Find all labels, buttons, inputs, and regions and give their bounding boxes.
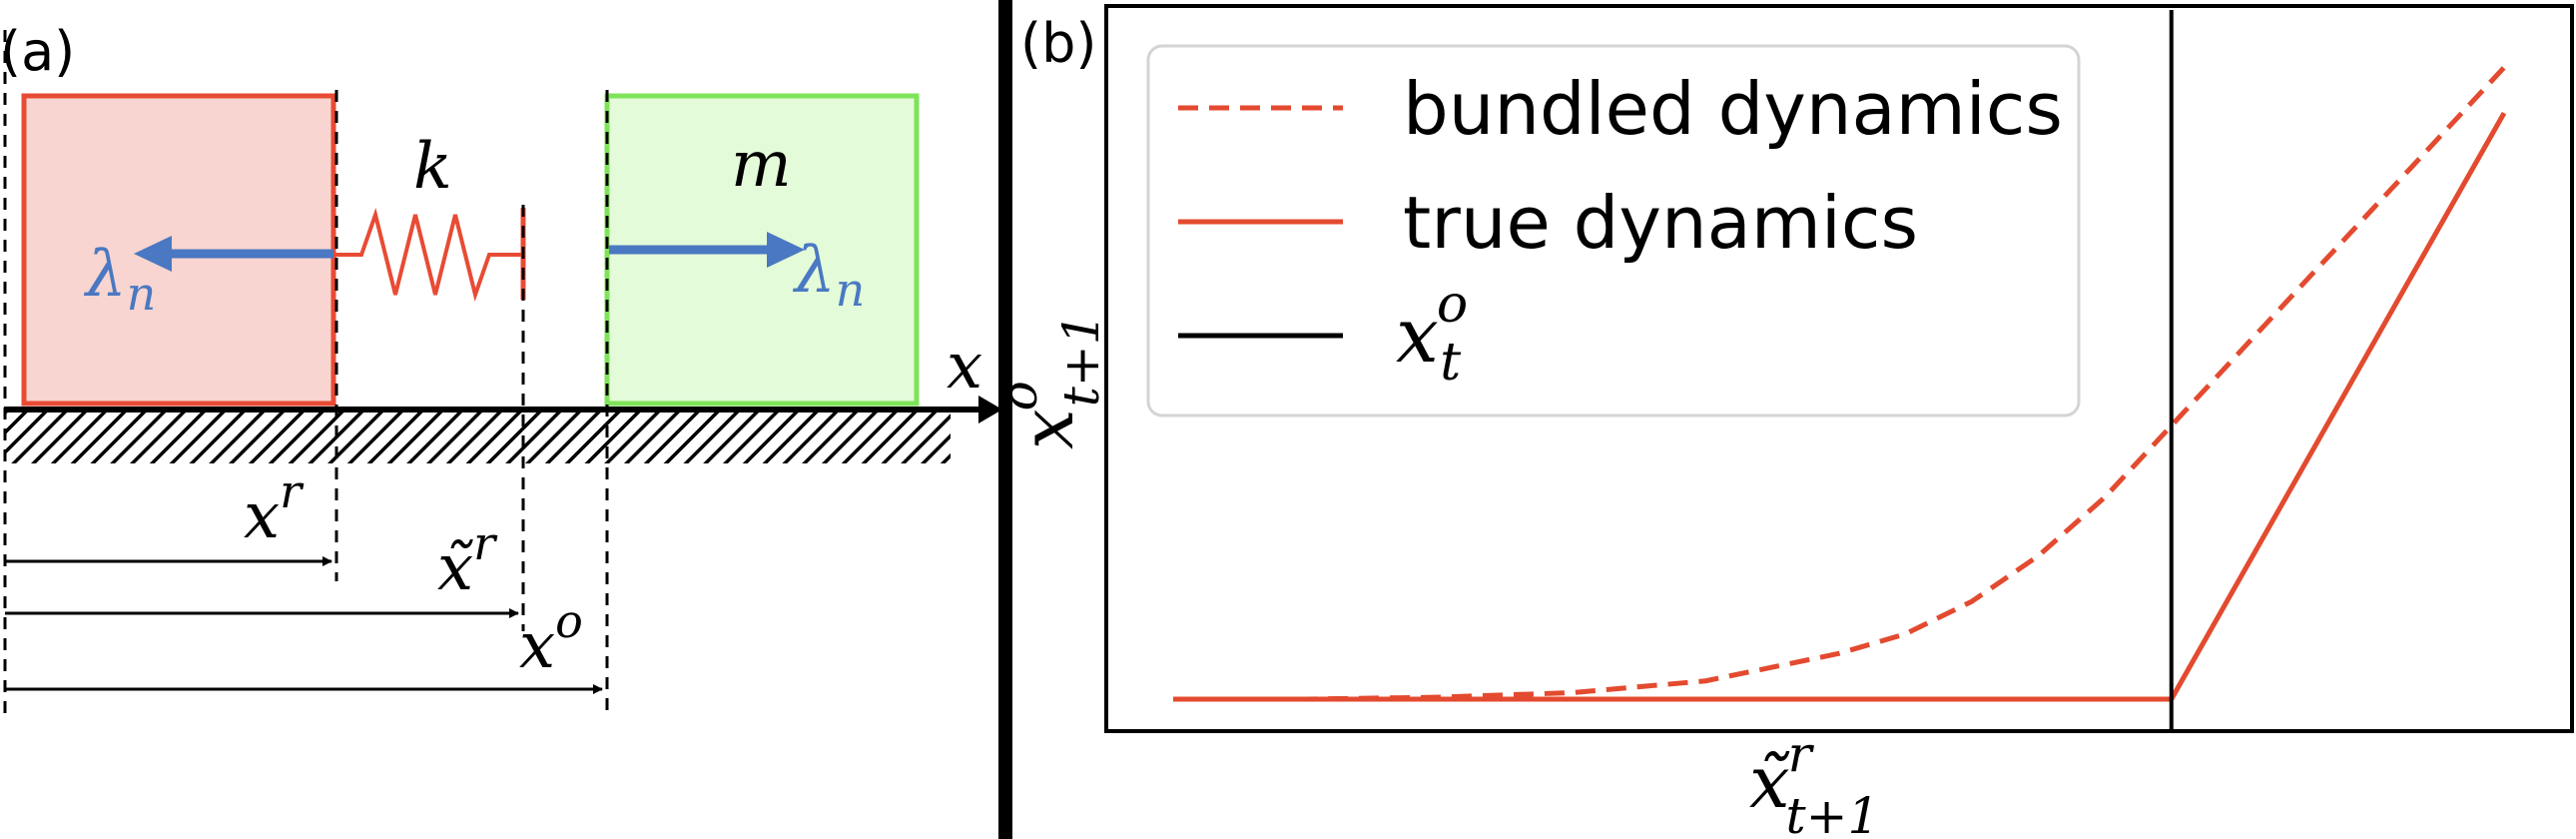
legend-label-bundled: bundled dynamics bbox=[1403, 67, 2063, 151]
legend-box bbox=[1146, 44, 2081, 418]
force-left-lambda: λ bbox=[83, 238, 127, 312]
force-arrow-right-head bbox=[767, 232, 805, 268]
x-axis-title-base: x̃ bbox=[1749, 740, 1790, 824]
reference-lines bbox=[3, 30, 609, 719]
panel-b-label: (b) bbox=[1020, 12, 1096, 75]
legend-xto-sup: o bbox=[1437, 275, 1468, 335]
measure-xr-sup: r bbox=[280, 464, 305, 518]
x-axis-title-sub: t+1 bbox=[1786, 787, 1880, 839]
y-axis-title-sup: o bbox=[990, 381, 1048, 411]
series-line-bundled bbox=[1173, 65, 2506, 702]
y-axis-title-sub: t+1 bbox=[1052, 313, 1110, 407]
force-arrow-left-head bbox=[134, 236, 172, 272]
measure-label-xr: xr bbox=[244, 464, 305, 553]
measure-label-xo: xo bbox=[519, 594, 583, 683]
x-axis-arrowhead bbox=[978, 396, 1002, 423]
measure-xtilde-base: x̃ bbox=[437, 531, 474, 605]
force-right-subscript: n bbox=[836, 263, 866, 317]
legend-xto-sub: t bbox=[1440, 333, 1461, 393]
measure-xo-sup: o bbox=[555, 594, 583, 648]
measure-xo-base: x bbox=[519, 609, 555, 683]
ground-hatch bbox=[4, 412, 951, 463]
x-axis-label: x bbox=[947, 330, 982, 404]
force-left-subscript: n bbox=[127, 267, 157, 321]
panel-divider bbox=[998, 0, 1012, 839]
plot-frame bbox=[1104, 4, 2574, 733]
mass-label: m bbox=[731, 128, 792, 202]
y-axis-title: xot+1 bbox=[990, 313, 1110, 449]
plot-series bbox=[1173, 10, 2507, 729]
measure-xtilde-sup: r bbox=[473, 516, 498, 570]
force-right-lambda: λ bbox=[792, 234, 836, 308]
force-left-label: λn bbox=[83, 238, 156, 321]
force-right-label: λn bbox=[792, 234, 865, 317]
legend-xto-base: x bbox=[1396, 291, 1439, 380]
measure-xr-base: x bbox=[244, 479, 280, 553]
x-axis-title-sup: r bbox=[1788, 725, 1815, 783]
spring bbox=[335, 208, 523, 302]
measure-label-xtilde: x̃r bbox=[437, 516, 498, 605]
y-axis-title-base: x bbox=[1005, 409, 1089, 449]
legend-label-true: true dynamics bbox=[1403, 181, 1918, 265]
spring-constant-label: k bbox=[413, 130, 452, 204]
panel-a-label: (a) bbox=[0, 20, 75, 83]
panel-a: (a) x k m λn λn xr bbox=[0, 20, 1002, 719]
